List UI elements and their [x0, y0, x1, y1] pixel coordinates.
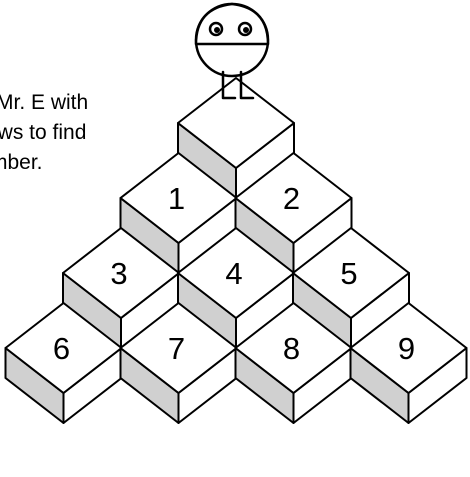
cube-number-4: 4: [225, 256, 242, 291]
mr-e-visor: [196, 4, 268, 44]
cube-number-6: 6: [53, 331, 70, 366]
cube-number-1: 1: [168, 181, 185, 216]
cube-number-9: 9: [398, 331, 415, 366]
cube-number-5: 5: [340, 256, 357, 291]
cube-pyramid: 1 2 3 4 5 6 7 8 9: [6, 78, 467, 423]
cube-number-7: 7: [168, 331, 185, 366]
cube-number-8: 8: [283, 331, 300, 366]
cube-number-2: 2: [283, 181, 300, 216]
cube-number-3: 3: [110, 256, 127, 291]
